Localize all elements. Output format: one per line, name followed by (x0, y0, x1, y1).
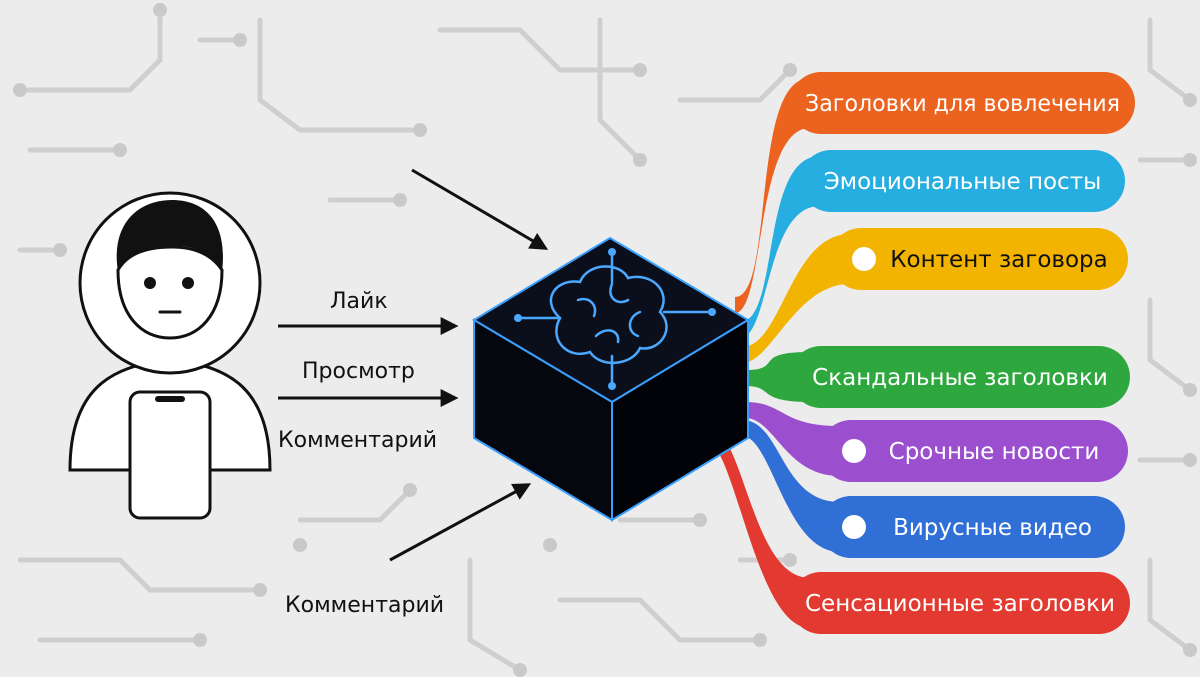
output-pill-background (800, 150, 1125, 212)
circuit-nodes (13, 3, 1197, 677)
output-pill-label: Срочные новости (889, 439, 1100, 465)
output-ribbon (705, 424, 810, 628)
output-pill-background (790, 572, 1130, 634)
input-label-comment-bottom: Комментарий (285, 593, 444, 618)
output-pill-label: Эмоциональные посты (824, 169, 1102, 195)
cube-right-face (611, 318, 749, 522)
bullet-dot-icon (852, 247, 876, 271)
output-ribbon (740, 156, 820, 338)
bullet-dot-icon (842, 439, 866, 463)
output-pill-background (790, 72, 1135, 134)
output-ribbon (742, 420, 840, 552)
smartphone-icon (128, 390, 212, 520)
output-pill-label: Сенсационные заголовки (805, 591, 1115, 617)
top-input-arrow (411, 168, 549, 250)
input-label-comment: Комментарий (278, 428, 437, 453)
output-pill-background (790, 346, 1130, 408)
output-pill: Срочные новости (820, 420, 1128, 482)
output-pill-label: Заголовки для вовлечения (805, 91, 1120, 117)
output-pill: Заголовки для вовлечения (790, 72, 1135, 134)
output-pill-background (820, 496, 1125, 558)
output-pill-label: Вирусные видео (893, 515, 1092, 541)
input-label-like: Лайк (330, 289, 388, 314)
brain-circuit-nodes (514, 248, 716, 390)
algorithm-cube (472, 236, 750, 522)
bottom-input-arrow (389, 483, 532, 562)
output-pill: Контент заговора (830, 228, 1128, 290)
output-pill-background (820, 420, 1128, 482)
output-pill-label: Скандальные заголовки (812, 365, 1108, 391)
output-pill: Эмоциональные посты (800, 150, 1125, 212)
output-ribbon (745, 402, 840, 476)
circuit-background (17, 7, 1193, 673)
output-ribbon (742, 234, 850, 363)
output-pill: Скандальные заголовки (790, 346, 1130, 408)
output-pill-background (830, 228, 1128, 290)
input-label-view: Просмотр (302, 359, 415, 384)
output-pill-label: Контент заговора (890, 247, 1108, 273)
output-pill: Сенсационные заголовки (790, 572, 1130, 634)
output-pill: Вирусные видео (820, 496, 1125, 558)
output-ribbon (735, 78, 810, 313)
brain-circuit-icon (518, 252, 712, 386)
bullet-dot-icon (842, 515, 866, 539)
